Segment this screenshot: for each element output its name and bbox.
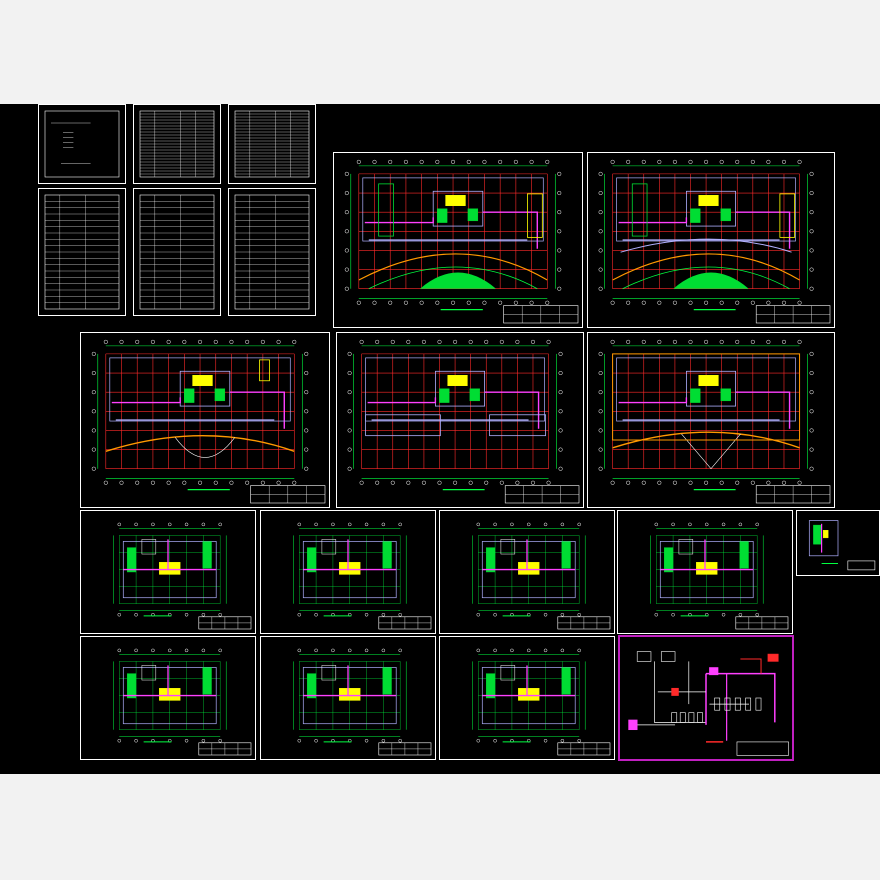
sheet-drawing-list-2[interactable] [228,104,316,184]
sheet-drawing-list-2-linework [234,110,310,178]
sheet-floor-plan-third-linework [598,339,831,504]
sheet-typical-floor-8[interactable] [80,636,256,760]
sheet-typical-floor-5-linework [293,522,432,630]
sheet-typical-floor-6-linework [472,522,611,630]
sheet-schedule-1[interactable] [38,188,126,316]
sheet-enlarged-detail-linework [808,520,876,571]
sheet-drawing-list-1-linework [139,110,215,178]
sheet-typical-floor-10[interactable] [439,636,615,760]
sheet-typical-floor-4-linework [113,522,252,630]
sheet-floor-plan-first-linework [91,339,326,504]
sheet-cover-index[interactable] [38,104,126,184]
sheet-floor-plan-basement-a-linework [344,159,579,324]
sheet-typical-floor-9-linework [293,648,432,756]
sheet-floor-plan-basement-a[interactable] [333,152,583,328]
sheet-typical-floor-8-linework [113,648,252,756]
sheet-floor-plan-basement-b[interactable] [587,152,835,328]
sheet-cover-index-linework [44,110,120,178]
sheet-floor-plan-third[interactable] [587,332,835,508]
sheet-system-schematic-linework [628,651,789,756]
sheet-typical-floor-7-linework [650,522,789,630]
sheet-typical-floor-7[interactable] [617,510,793,634]
sheet-typical-floor-4[interactable] [80,510,256,634]
sheet-floor-plan-second[interactable] [336,332,584,508]
sheet-schedule-2[interactable] [133,188,221,316]
sheet-schedule-1-linework [44,194,120,310]
sheet-schedule-3[interactable] [228,188,316,316]
cad-drawing-canvas [0,104,880,774]
sheet-drawing-list-1[interactable] [133,104,221,184]
sheet-schedule-3-linework [234,194,310,310]
sheet-typical-floor-9[interactable] [260,636,436,760]
sheet-enlarged-detail[interactable] [796,510,880,576]
sheet-floor-plan-second-linework [347,339,580,504]
sheet-floor-plan-basement-b-linework [598,159,831,324]
sheet-floor-plan-first[interactable] [80,332,330,508]
sheet-typical-floor-6[interactable] [439,510,615,634]
sheet-schedule-2-linework [139,194,215,310]
sheet-typical-floor-10-linework [472,648,611,756]
sheet-typical-floor-5[interactable] [260,510,436,634]
sheet-system-schematic[interactable] [618,635,794,761]
